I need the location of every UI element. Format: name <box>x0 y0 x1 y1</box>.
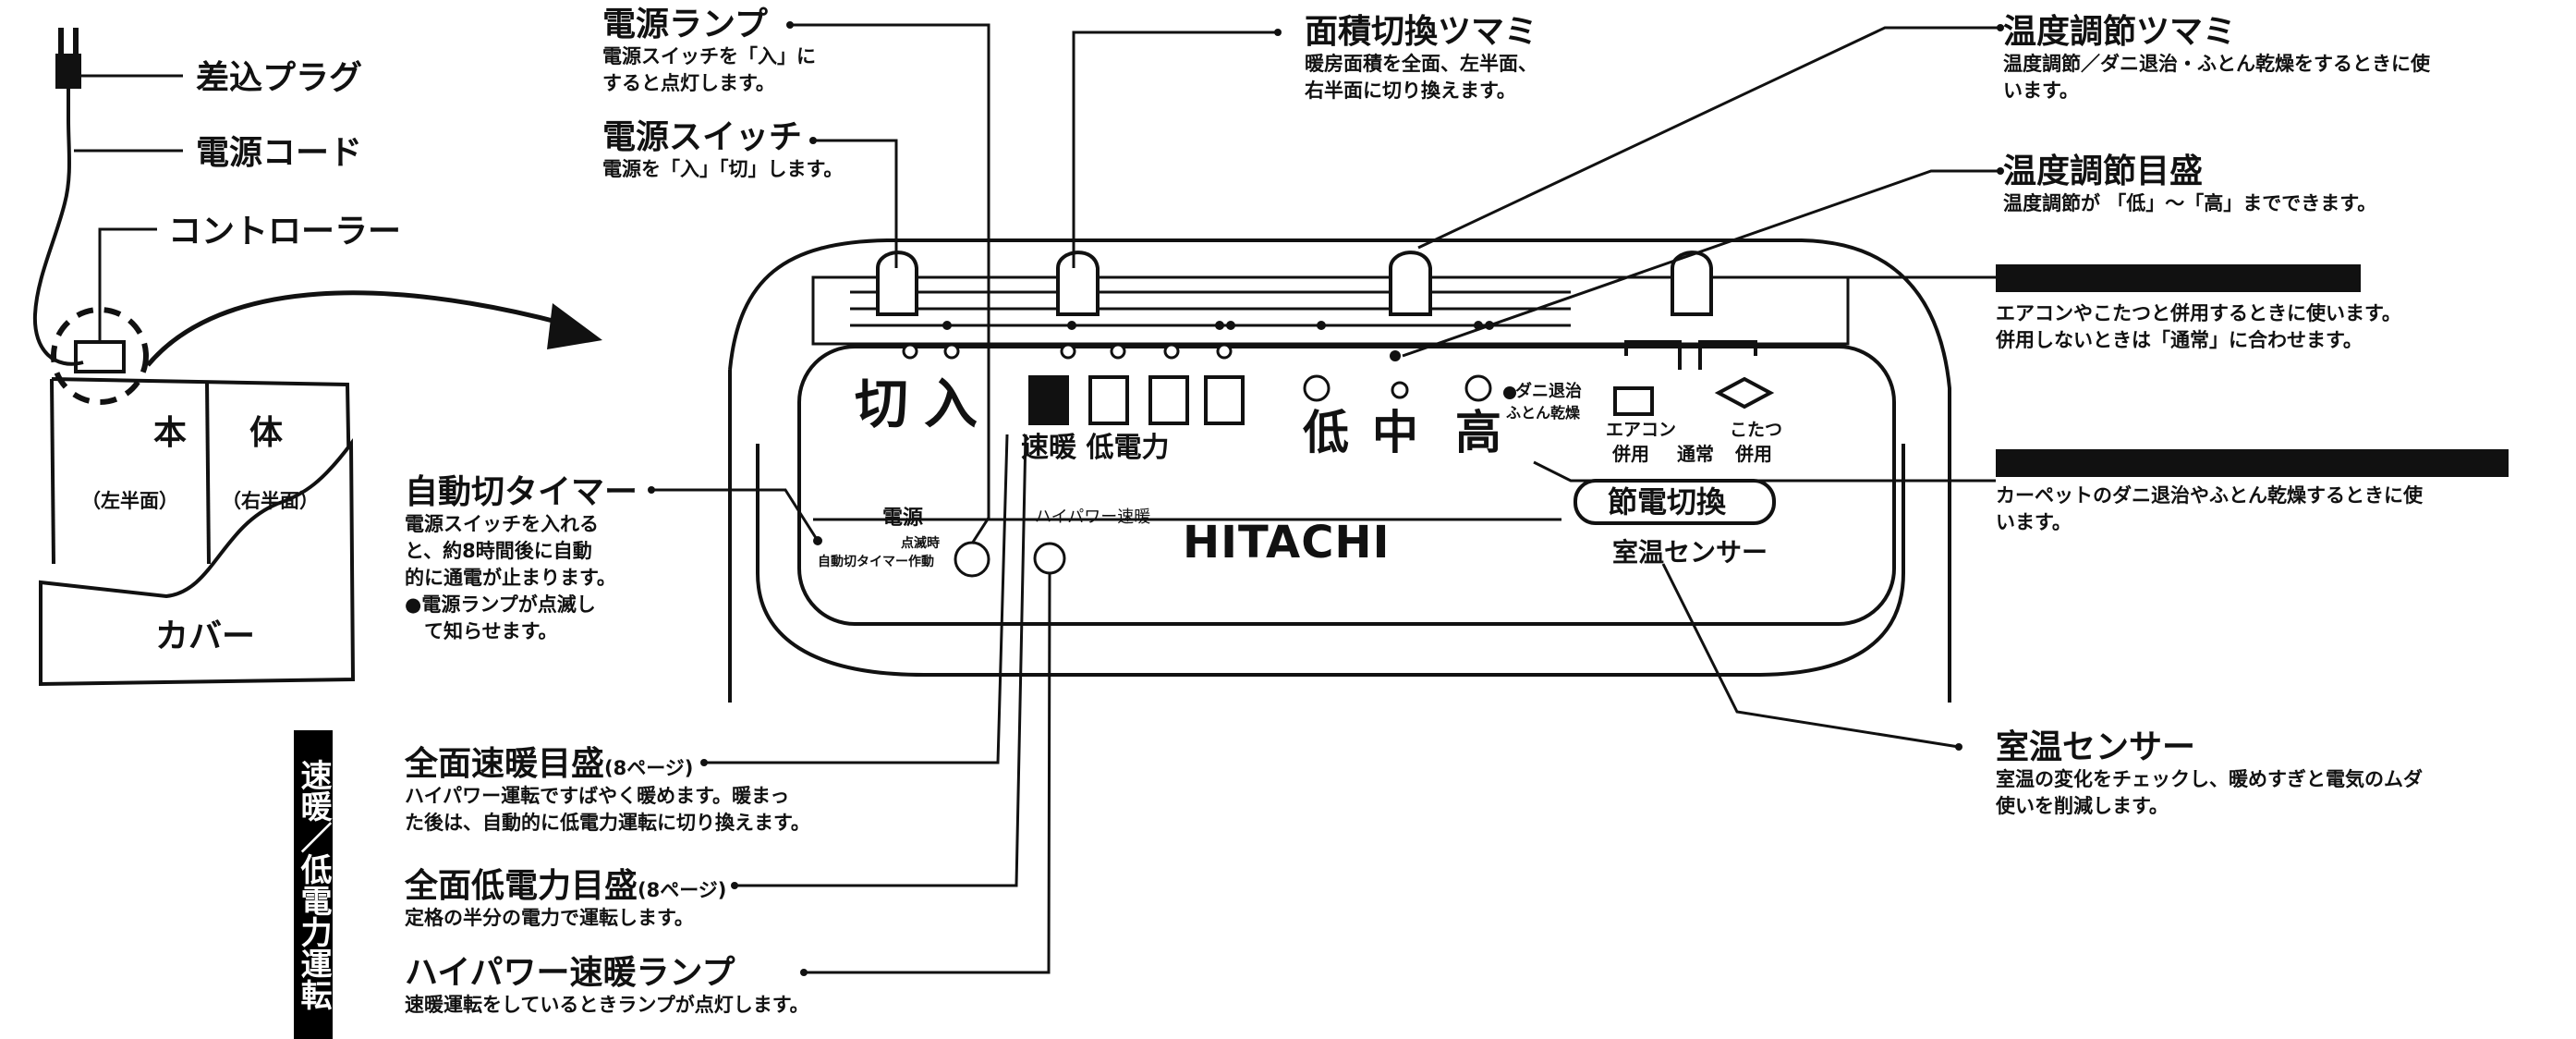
callout-temp-knob: 温度調節ツマミ 温度調節／ダニ退治・ふとん乾燥をするときに使 います。 <box>2003 13 2430 103</box>
callout-power-lamp: 電源ランプ 電源スイッチを「入」に すると点灯します。 <box>602 6 816 95</box>
mode-aircon-sub: 併用 <box>1612 443 1649 465</box>
panel-mid-label: 中 <box>1372 406 1418 459</box>
callout-temp-scale: 温度調節目盛 温度調節が 「低」〜「高」までできます。 <box>2003 153 2377 215</box>
callout-full-fast: 全面速暖目盛(8ページ) ハイパワー運転ですばやく暖めます。暖まっ た後は、自動… <box>405 745 810 835</box>
power-cord <box>32 119 84 366</box>
half-right-label: （右半面） <box>222 490 319 512</box>
panel-low-label: 低 <box>1303 406 1349 459</box>
carpet-body <box>39 377 356 687</box>
power-sub-label: 点滅時 <box>901 536 940 551</box>
knob-icons <box>876 251 1713 316</box>
panel-outline <box>728 238 1951 703</box>
cover-label: カバー <box>155 617 256 655</box>
mode-kotatsu-label: こたつ <box>1730 420 1783 440</box>
callout-area-knob: 面積切換ツマミ 暖房面積を全面、左半面、 右半面に切り換えます。 <box>1305 13 1538 103</box>
callout-auto-timer: 自動切タイマー 電源スイッチを入れる と、約8時間後に自動 的に通電が止まります… <box>405 473 638 643</box>
brand-logo: HITACHI <box>1183 517 1391 568</box>
callout-mite-dry: カーペットのダニ退治やふとん乾燥するときに使 います。 <box>1996 484 2423 533</box>
mode-aircon-label: エアコン <box>1606 420 1677 440</box>
save-button[interactable]: 節電切換 <box>1608 484 1727 520</box>
body-right-label: 体 <box>249 414 284 452</box>
panel-fast-low-label: 速暖 低電力 <box>1021 432 1170 464</box>
plug-label: 差込プラグ <box>196 59 363 97</box>
callout-hipower-lamp: ハイパワー速暖ランプ 速暖運転をしているときランプが点灯します。 <box>405 954 809 1017</box>
callout-full-low: 全面低電力目盛(8ページ) 定格の半分の電力で運転します。 <box>405 867 727 930</box>
plug-icon <box>55 28 183 120</box>
cord-label: 電源コード <box>196 134 363 172</box>
callout-title: 電源ランプ <box>602 6 768 43</box>
callout-combined-use: エアコンやこたつと併用するときに使います。 併用しないときは「通常」に合わせます… <box>1996 302 2401 351</box>
callout-room-sensor: 室温センサー 室温の変化をチェックし、暖めすぎと電気のムダ 使いを削減します。 <box>1996 728 2423 818</box>
panel-off-label: 切 <box>855 373 909 435</box>
obscured-bar-1 <box>1996 264 2361 292</box>
panel-mite-label: ダニ退治 <box>1515 382 1582 401</box>
panel-high-label: 高 <box>1455 406 1501 459</box>
side-band: 速暖／低電力運転 <box>294 730 333 1039</box>
body-left-label: 本 <box>153 414 188 452</box>
controller-label: コントローラー <box>168 213 402 251</box>
panel-on-label: 入 <box>924 373 978 435</box>
power-label: 電源 <box>882 507 924 530</box>
callout-power-switch: 電源スイッチ 電源を「入」「切」します。 <box>602 118 844 181</box>
arrow-to-controller <box>146 290 565 367</box>
mode-kotatsu-sub: 併用 <box>1735 443 1772 465</box>
timer-label: 自動切タイマー作動 <box>818 555 934 569</box>
half-left-label: （左半面） <box>81 490 178 512</box>
sensor-label: 室温センサー <box>1612 537 1768 568</box>
mode-normal-label: 通常 <box>1677 443 1714 465</box>
panel-futon-label: ふとん乾燥 <box>1506 404 1581 422</box>
obscured-bar-2 <box>1996 449 2509 477</box>
hipower-label: ハイパワー速暖 <box>1035 507 1151 527</box>
